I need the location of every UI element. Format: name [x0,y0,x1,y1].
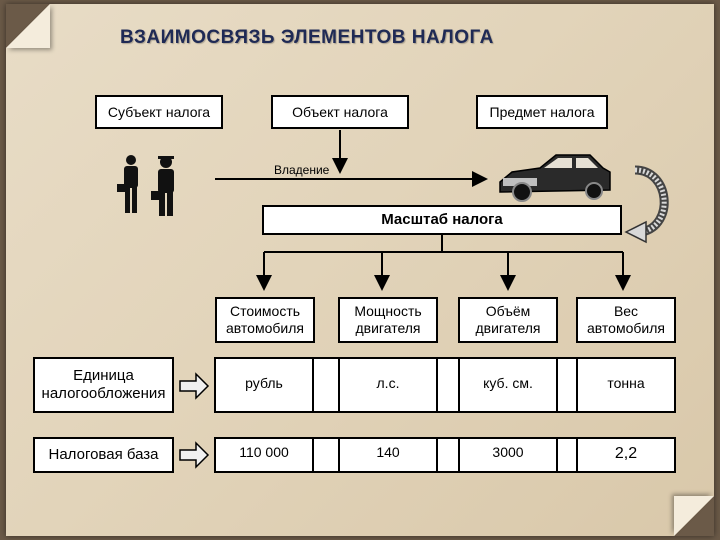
car-icon [499,154,611,202]
scale-item-cost: Стоимость автомобиля [215,297,315,343]
page-title: ВЗАИМОСВЯЗЬ ЭЛЕМЕНТОВ НАЛОГА [120,27,494,48]
scale-item-volume: Объём двигателя [458,297,558,343]
scale-item-weight: Вес автомобиля [576,297,676,343]
curved-arrow-icon [624,165,669,244]
page-curl-top-left-flap [6,4,50,48]
unit-value-cost: рубль [216,359,314,411]
object-box: Объект налога [271,95,409,129]
scale-box: Масштаб налога [262,205,622,235]
people-icon [117,155,174,216]
base-value-volume: 3000 [458,439,558,471]
base-value-cost: 110 000 [216,439,314,471]
unit-value-weight: тонна [576,359,674,411]
page-curl-bottom-right-flap [674,496,714,536]
base-value-power: 140 [338,439,438,471]
subject-box: Субъект налога [95,95,223,129]
possession-label: Владение [274,163,330,177]
base-row-arrow [179,441,210,469]
base-value-weight: 2,2 [576,439,674,471]
unit-value-power: л.с. [338,359,438,411]
unit-row-arrow [179,372,210,400]
base-label-box: Налоговая база [33,437,174,473]
unit-value-volume: куб. см. [458,359,558,411]
item-box: Предмет налога [476,95,608,129]
unit-label-box: Единица налогообложения [33,357,174,413]
scale-item-power: Мощность двигателя [338,297,438,343]
